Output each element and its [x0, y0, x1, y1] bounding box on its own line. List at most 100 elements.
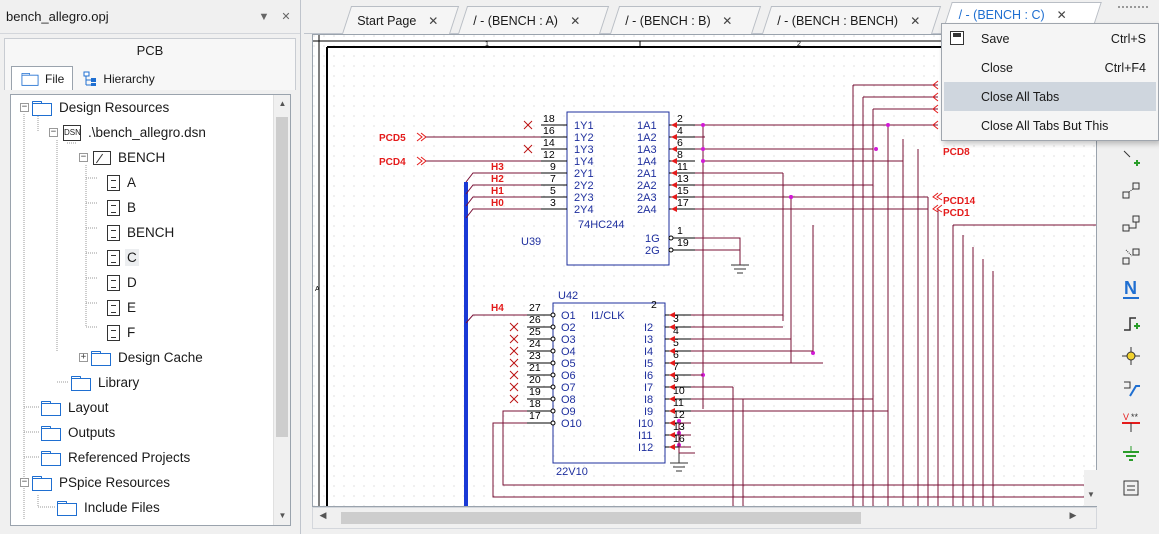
menu-item-save[interactable]: Save Ctrl+S: [942, 24, 1158, 53]
tree-item-page[interactable]: D: [103, 270, 139, 295]
collapse-icon[interactable]: −: [20, 477, 29, 487]
tree-item-layout[interactable]: Layout: [41, 395, 111, 420]
scroll-thumb[interactable]: [341, 512, 861, 524]
pin-name: I1/CLK: [591, 310, 625, 322]
part-ref: U39: [521, 236, 541, 248]
close-tab-icon[interactable]: ✕: [570, 13, 581, 28]
pin-number: 24: [529, 338, 541, 350]
tree-item-page-selected[interactable]: C: [103, 245, 139, 270]
expand-icon[interactable]: +: [79, 352, 88, 362]
tree-item-design-file[interactable]: − DSN .\bench_allegro.dsn: [49, 120, 208, 145]
canvas-horizontal-scrollbar[interactable]: ◀ ▶: [312, 507, 1097, 529]
pin-name: I12: [638, 442, 653, 454]
net-label: H0: [491, 198, 504, 209]
pin-name: O2: [561, 322, 576, 334]
tree-item-design-resources[interactable]: − Design Resources: [20, 95, 171, 120]
page-icon: [107, 249, 120, 266]
net-group-icon[interactable]: [1116, 474, 1146, 502]
part-value: 74HC244: [578, 219, 624, 231]
close-tab-icon[interactable]: ✕: [722, 13, 733, 28]
collapse-icon[interactable]: −: [79, 152, 88, 162]
pin-number: 5: [673, 337, 679, 349]
pin-number: 9: [673, 373, 679, 385]
tab-file[interactable]: File: [11, 66, 74, 90]
no-connect-icon[interactable]: [1116, 243, 1146, 271]
pin-name: I7: [644, 382, 653, 394]
tree-label: E: [127, 300, 137, 315]
close-panel-icon[interactable]: ✕: [281, 11, 291, 23]
pin-name: 2Y1: [574, 168, 594, 180]
tab-bench-b[interactable]: / - (BENCH : B)✕: [610, 6, 762, 34]
scroll-down-icon[interactable]: ▼: [278, 511, 287, 520]
net-alias-icon[interactable]: N: [1116, 276, 1146, 304]
pin-number: 15: [677, 185, 689, 197]
add-part-icon[interactable]: [1116, 144, 1146, 172]
tab-bench-a[interactable]: / - (BENCH : A)✕: [458, 6, 610, 34]
menu-item-label: Close All Tabs: [981, 89, 1060, 104]
tree-connector-lines: [23, 114, 97, 519]
tree-item-page[interactable]: E: [103, 295, 138, 320]
tree-item-include-files[interactable]: Include Files: [57, 495, 162, 520]
tree-item-library[interactable]: Library: [71, 370, 141, 395]
wire-icon[interactable]: [1116, 177, 1146, 205]
tree-label: Library: [98, 375, 140, 390]
pin-number: 16: [543, 125, 555, 137]
pin-name: 1G: [645, 233, 660, 245]
pin-name: I9: [644, 406, 653, 418]
collapse-icon[interactable]: −: [49, 127, 58, 137]
menu-item-close-all-tabs[interactable]: Close All Tabs: [944, 82, 1156, 111]
toolbar-grip[interactable]: [1118, 6, 1148, 12]
tree-item-page[interactable]: B: [103, 195, 138, 220]
tree-item-schematic-bench[interactable]: − BENCH: [79, 145, 167, 170]
pin-number: 19: [677, 237, 689, 249]
close-tab-icon[interactable]: ✕: [1056, 7, 1067, 22]
wire-icon-2[interactable]: [1116, 210, 1146, 238]
pin-number: 5: [550, 185, 556, 197]
menu-item-close[interactable]: Close Ctrl+F4: [942, 53, 1158, 82]
tree-item-referenced-projects[interactable]: Referenced Projects: [41, 445, 192, 470]
pin-name: 2A1: [637, 168, 657, 180]
tree-item-pspice-resources[interactable]: − PSpice Resources: [20, 470, 172, 495]
tab-bench-bench[interactable]: / - (BENCH : BENCH)✕: [762, 6, 942, 34]
collapse-icon[interactable]: −: [20, 102, 29, 112]
power-icon[interactable]: V**: [1116, 408, 1146, 436]
pin-name: O9: [561, 406, 576, 418]
bus-entry-icon[interactable]: [1116, 375, 1146, 403]
tree-vertical-scrollbar[interactable]: ▲ ▼: [273, 95, 290, 525]
scroll-right-icon[interactable]: ▶: [1069, 510, 1077, 520]
tab-hierarchy[interactable]: Hierarchy: [73, 66, 163, 90]
tree-item-page[interactable]: A: [103, 170, 138, 195]
canvas-vscroll-stub[interactable]: ▼: [1084, 470, 1098, 506]
scroll-down-icon[interactable]: ▼: [1087, 490, 1095, 499]
pin-name: 2A2: [637, 180, 657, 192]
tree-label: PSpice Resources: [59, 475, 171, 490]
pin-name: 1A1: [637, 120, 657, 132]
pin-number: 8: [677, 149, 683, 161]
project-filename: bench_allegro.opj: [6, 9, 109, 24]
offpage-label: PCD14: [943, 196, 976, 207]
tab-hierarchy-label: Hierarchy: [103, 71, 155, 86]
project-title-bar: bench_allegro.opj ▼ ✕: [0, 0, 300, 34]
close-tab-icon[interactable]: ✕: [428, 13, 439, 28]
tree-item-outputs[interactable]: Outputs: [41, 420, 117, 445]
tree-item-page[interactable]: F: [103, 320, 137, 345]
tree-label: Design Cache: [118, 350, 203, 365]
bus-icon[interactable]: [1116, 309, 1146, 337]
pin-name: I3: [644, 334, 653, 346]
tree-item-design-cache[interactable]: + Design Cache: [79, 345, 205, 370]
menu-item-close-all-but-this[interactable]: Close All Tabs But This: [942, 111, 1158, 140]
close-tab-icon[interactable]: ✕: [910, 13, 921, 28]
ground-icon[interactable]: [1116, 441, 1146, 469]
tab-start-page[interactable]: Start Page✕: [342, 6, 460, 34]
pin-name: 2G: [645, 245, 660, 257]
scroll-thumb[interactable]: [276, 117, 288, 437]
pin-number: 14: [543, 137, 555, 149]
pin-dropdown-icon[interactable]: ▼: [258, 10, 270, 23]
tree-label: Referenced Projects: [68, 450, 191, 465]
scroll-left-icon[interactable]: ◀: [319, 510, 327, 520]
tree-item-page[interactable]: BENCH: [103, 220, 176, 245]
net-label: H1: [491, 186, 504, 197]
scroll-up-icon[interactable]: ▲: [278, 99, 287, 108]
pin-number: 2: [677, 113, 683, 125]
junction-icon[interactable]: [1116, 342, 1146, 370]
